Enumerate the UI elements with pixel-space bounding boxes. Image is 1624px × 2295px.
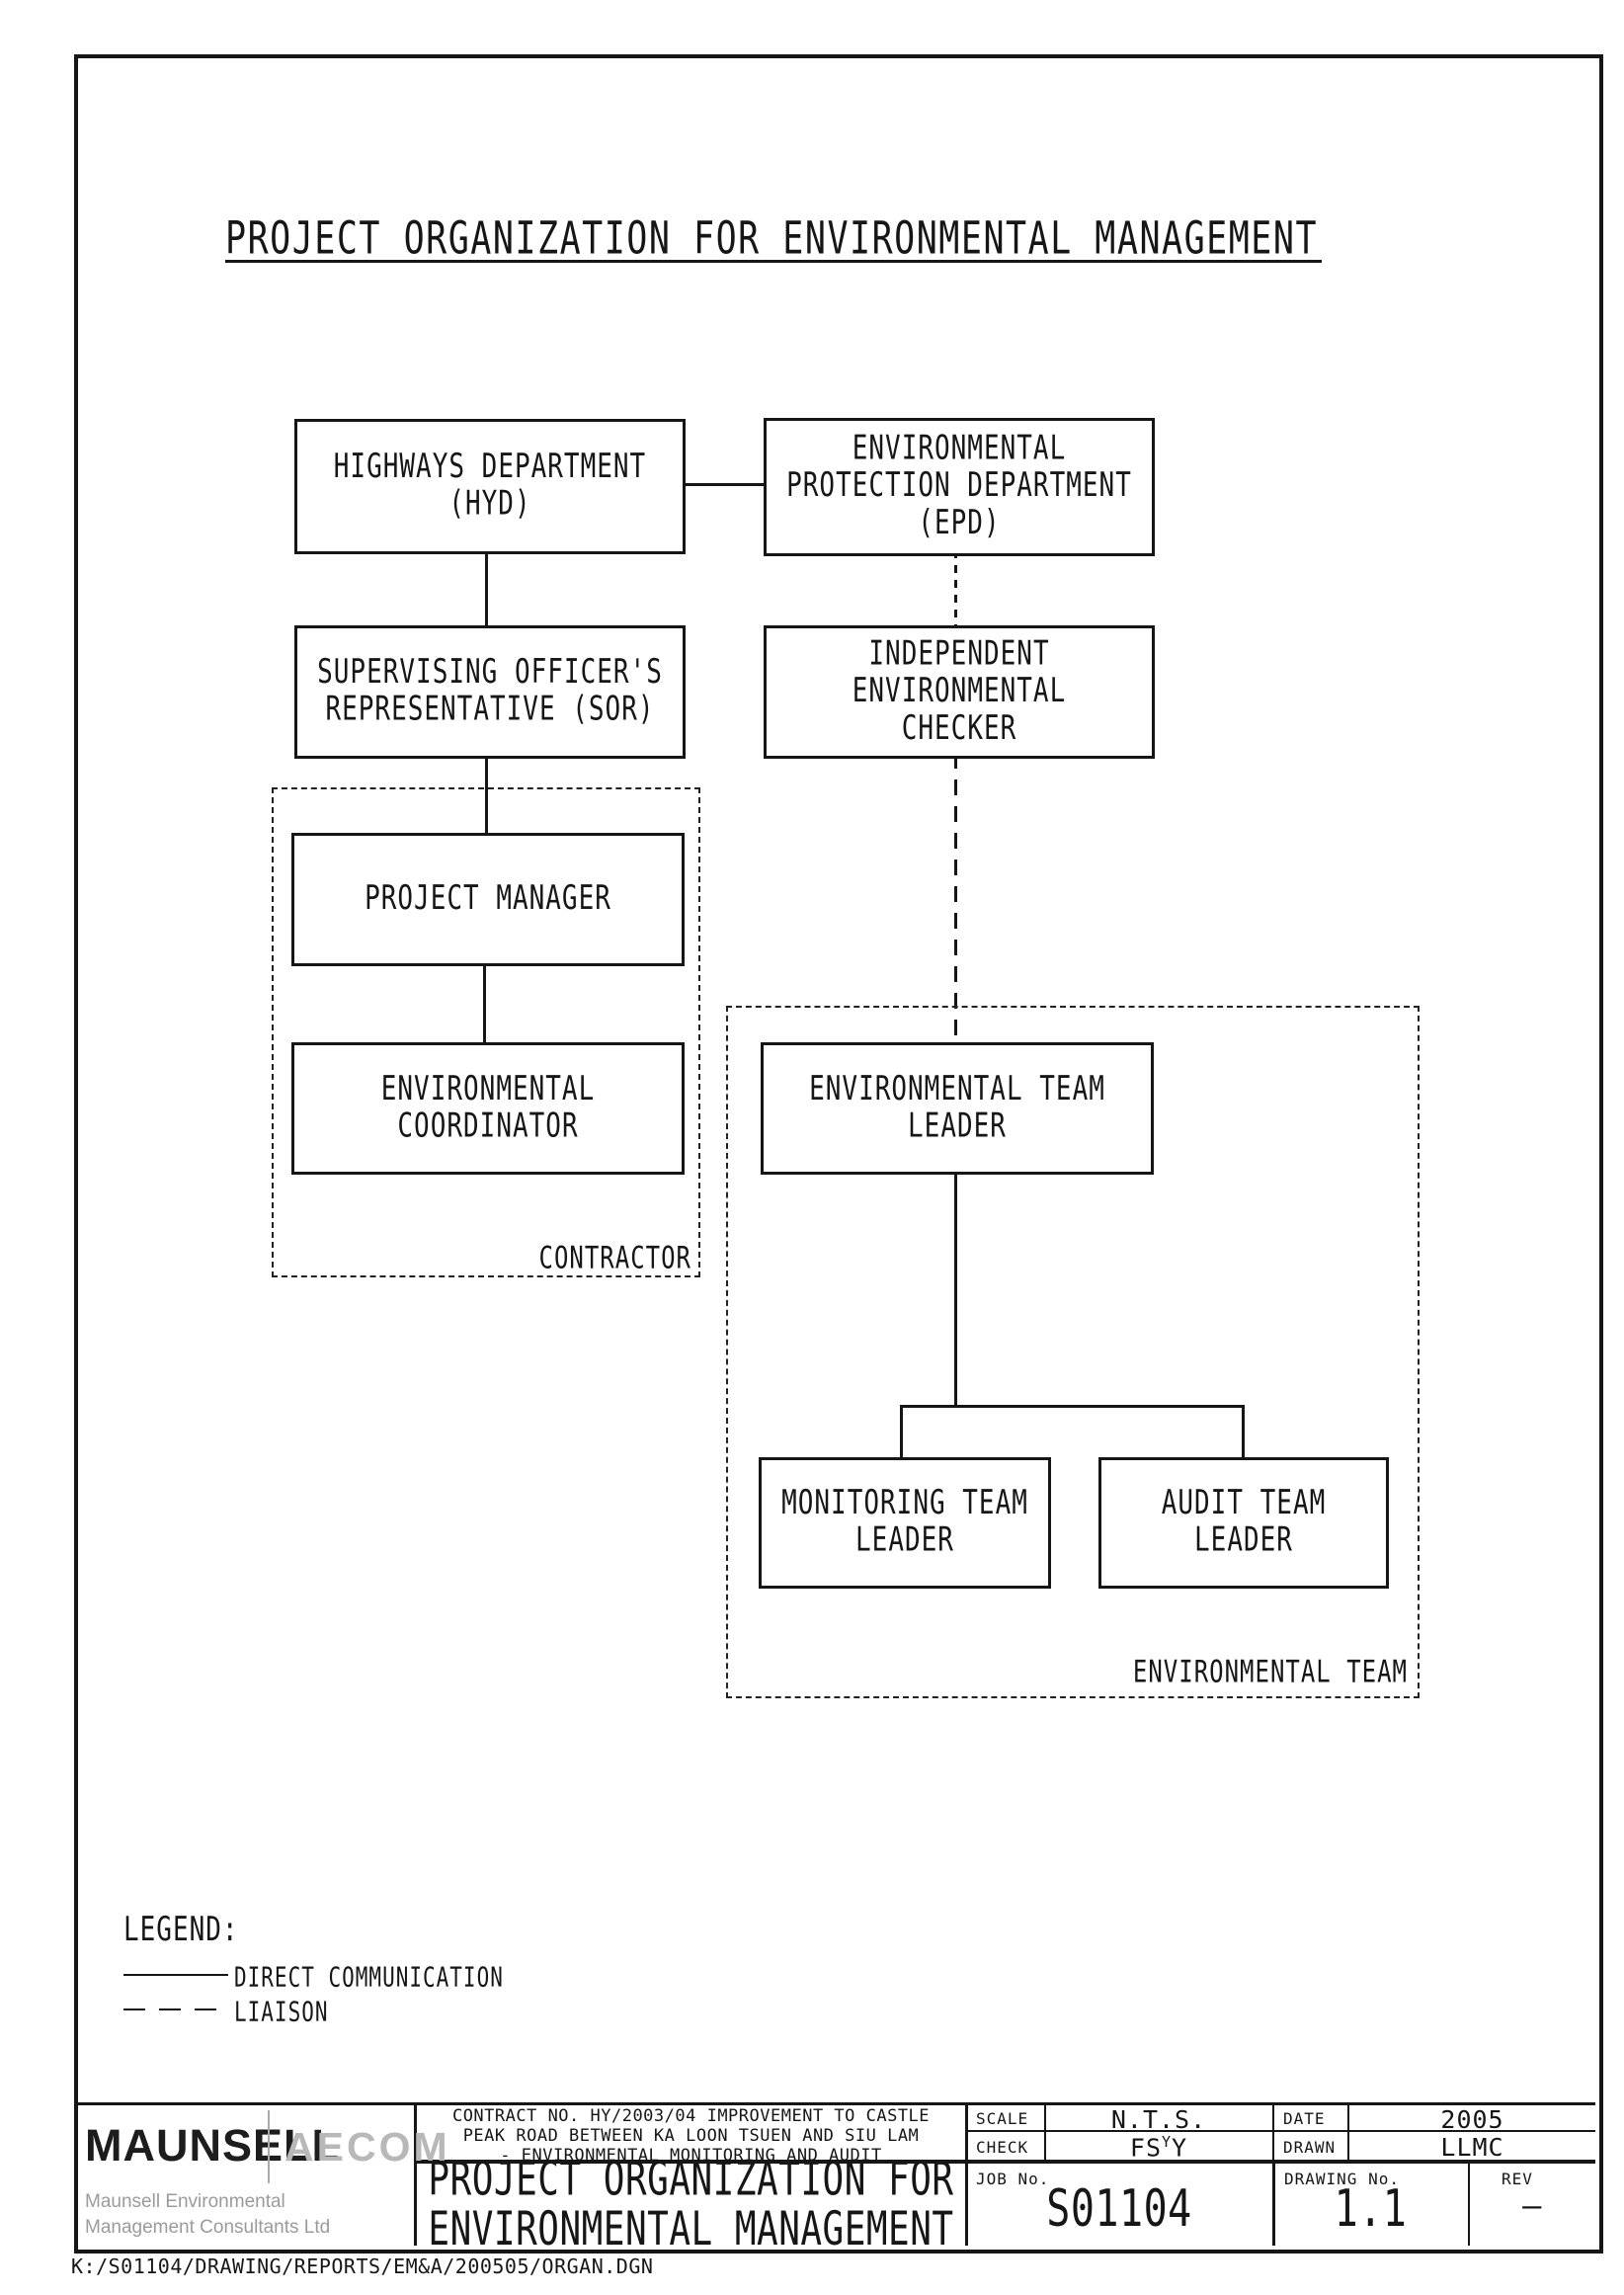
- node-environmental-protection-department: ENVIRONMENTAL PROTECTION DEPARTMENT (EPD…: [764, 418, 1155, 556]
- connector-split-mtl: [900, 1405, 903, 1458]
- legend-item-liaison-text: LIAISON: [234, 1997, 329, 2028]
- brand-maunsell: MAUNSELL: [85, 2120, 340, 2171]
- drawing-title: PROJECT ORGANIZATION FOR ENVIRONMENTAL M…: [419, 2155, 963, 2254]
- brand-subtitle: Maunsell Environmental Management Consul…: [85, 2191, 331, 2238]
- connector-sor-pm: [485, 753, 488, 834]
- check-value-tail: Y: [1172, 2133, 1188, 2163]
- titleblock-top-border: [74, 2102, 1595, 2105]
- connector-split-horizontal: [900, 1405, 1245, 1408]
- contractor-group-box: [272, 787, 700, 1277]
- node-highways-department: HIGHWAYS DEPARTMENT (HYD): [294, 419, 686, 554]
- node-environmental-team-leader: ENVIRONMENTAL TEAM LEADER: [761, 1042, 1154, 1175]
- node-audit-team-leader-label: AUDIT TEAM LEADER: [1161, 1484, 1327, 1561]
- drawing-no-value: 1.1: [1273, 2179, 1468, 2239]
- drawing-title-text: PROJECT ORGANIZATION FOR ENVIRONMENTAL M…: [428, 2153, 954, 2256]
- drawn-value: LLMC: [1440, 2133, 1504, 2162]
- scale-value: N.T.S.: [1110, 2105, 1207, 2134]
- titleblock-divider-logo: [414, 2102, 417, 2246]
- page-title: PROJECT ORGANIZATION FOR ENVIRONMENTAL M…: [225, 213, 1323, 265]
- legend-title-text: LEGEND:: [123, 1911, 239, 1949]
- node-project-manager-label: PROJECT MANAGER: [365, 879, 611, 919]
- node-environmental-team-leader-label: ENVIRONMENTAL TEAM LEADER: [809, 1069, 1105, 1146]
- check-value-main: FS: [1129, 2133, 1162, 2163]
- connector-epd-iec-liaison: [954, 550, 957, 626]
- connector-etl-split: [954, 1169, 957, 1408]
- node-environmental-coordinator: ENVIRONMENTAL COORDINATOR: [291, 1042, 685, 1175]
- node-monitoring-team-leader: MONITORING TEAM LEADER: [759, 1457, 1051, 1589]
- check-value-sup: Y: [1162, 2133, 1173, 2151]
- node-environmental-protection-department-label: ENVIRONMENTAL PROTECTION DEPARTMENT (EPD…: [786, 429, 1132, 543]
- check-value: FSYY: [1045, 2133, 1272, 2162]
- connector-hyd-epd: [682, 483, 765, 486]
- job-no-label: JOB No.: [976, 2170, 1050, 2188]
- titleblock-divider-drawing-rev: [1468, 2164, 1470, 2246]
- legend-item-liaison: LIAISON: [234, 1997, 329, 2027]
- connector-split-atl: [1242, 1405, 1245, 1458]
- drawn-label: DRAWN: [1283, 2138, 1337, 2157]
- titleblock-divider-scale-value: [1044, 2102, 1046, 2160]
- legend-dashed-line-sample: [123, 2008, 228, 2010]
- drawing-no-value-text: 1.1: [1334, 2179, 1408, 2239]
- legend-title: LEGEND:: [123, 1911, 239, 1949]
- drawing-no-label: DRAWING No.: [1284, 2170, 1400, 2188]
- connector-iec-etl-liaison: [954, 753, 957, 1043]
- connector-pm-ec: [483, 960, 486, 1043]
- node-audit-team-leader: AUDIT TEAM LEADER: [1098, 1457, 1389, 1589]
- job-no-value-text: S01104: [1046, 2179, 1192, 2239]
- node-highways-department-label: HIGHWAYS DEPARTMENT (HYD): [333, 448, 647, 525]
- check-label: CHECK: [976, 2138, 1029, 2157]
- brand-aecom: AECOM: [284, 2124, 450, 2170]
- rev-label: REV: [1502, 2170, 1533, 2188]
- scale-label: SCALE: [976, 2109, 1029, 2128]
- node-project-manager: PROJECT MANAGER: [291, 833, 685, 966]
- legend-item-direct-communication-text: DIRECT COMMUNICATION: [234, 1962, 504, 1994]
- environmental-team-group-label: ENVIRONMENTAL TEAM: [1067, 1654, 1408, 1689]
- environmental-team-group-label-text: ENVIRONMENTAL TEAM: [1132, 1653, 1408, 1690]
- legend-item-direct-communication: DIRECT COMMUNICATION: [234, 1962, 504, 1993]
- connector-hyd-sor: [485, 548, 488, 626]
- node-independent-environmental-checker-label: INDEPENDENT ENVIRONMENTAL CHECKER: [852, 634, 1067, 749]
- titleblock-divider-job-drawing: [1272, 2164, 1275, 2246]
- titleblock-divider-value-date: [1272, 2102, 1274, 2160]
- rev-value: —: [1522, 2186, 1542, 2224]
- titleblock-divider-thick: [414, 2160, 1595, 2164]
- date-value: 2005: [1440, 2105, 1504, 2134]
- job-no-value: S01104: [966, 2179, 1272, 2239]
- node-supervising-officers-representative-label: SUPERVISING OFFICER'S REPRESENTATIVE (SO…: [317, 653, 663, 730]
- node-monitoring-team-leader-label: MONITORING TEAM LEADER: [781, 1484, 1028, 1561]
- contractor-group-label-text: CONTRACTOR: [538, 1239, 691, 1276]
- node-environmental-coordinator-label: ENVIRONMENTAL COORDINATOR: [380, 1069, 596, 1146]
- page-title-text: PROJECT ORGANIZATION FOR ENVIRONMENTAL M…: [225, 213, 1319, 265]
- titleblock-divider-title-grid: [965, 2102, 968, 2246]
- environmental-team-group-box: [726, 1006, 1420, 1698]
- contract-description: CONTRACT NO. HY/2003/04 IMPROVEMENT TO C…: [451, 2106, 931, 2167]
- brand-separator: [268, 2110, 270, 2183]
- titleblock-divider-row1-row2: [965, 2130, 1595, 2132]
- node-independent-environmental-checker: INDEPENDENT ENVIRONMENTAL CHECKER: [764, 625, 1155, 759]
- sheet-border: [74, 54, 1603, 2254]
- node-supervising-officers-representative: SUPERVISING OFFICER'S REPRESENTATIVE (SO…: [294, 625, 686, 759]
- titleblock-divider-date-value: [1347, 2102, 1349, 2160]
- contractor-group-label: CONTRACTOR: [435, 1240, 691, 1275]
- date-label: DATE: [1283, 2109, 1326, 2128]
- file-path: K:/S01104/DRAWING/REPORTS/EM&A/200505/OR…: [71, 2254, 654, 2278]
- legend-solid-line-sample: [123, 1974, 228, 1976]
